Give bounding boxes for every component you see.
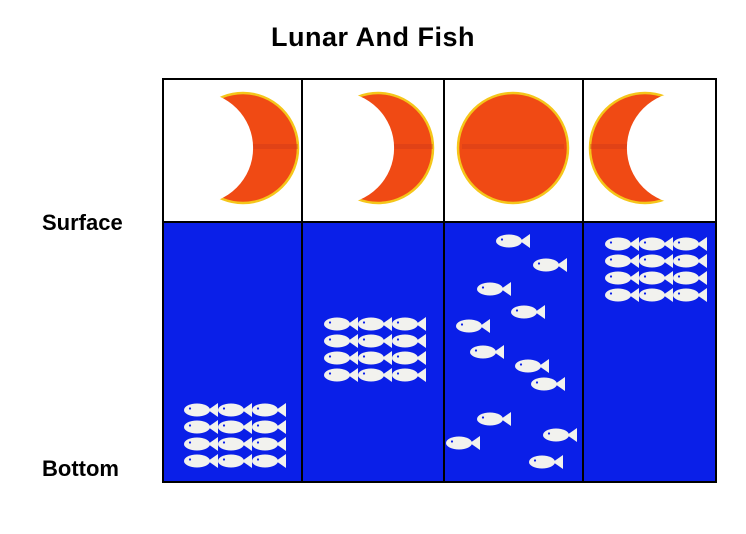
moon-phase-2-icon (323, 93, 433, 203)
moon-phase-4-icon (590, 93, 700, 203)
full-moon-icon (458, 93, 568, 203)
moon-phase-1-icon (188, 93, 298, 203)
